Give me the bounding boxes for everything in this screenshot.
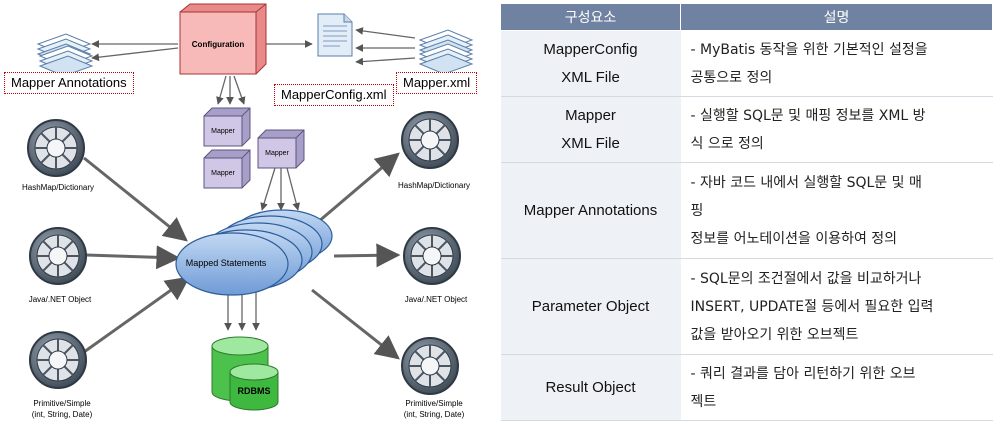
arrows xyxy=(91,27,416,331)
left-hashmap-icon xyxy=(27,119,85,177)
table-row: MapperConfig XML File - MyBatis 동작을 위한 기… xyxy=(500,30,993,97)
table-row: Mapper Annotations - 자바 코드 내에서 실행할 SQL문 … xyxy=(500,162,993,259)
mapper-box-2: Mapper xyxy=(257,129,305,169)
right-primitive-icon xyxy=(401,337,459,395)
mapper-xml-tag: Mapper.xml xyxy=(396,72,478,94)
table-row: Mapper XML File - 실행할 SQL문 및 매핑 정보를 XML … xyxy=(500,96,993,163)
description-cell: - MyBatis 동작을 위한 기본적인 설정을 공통으로 정의 xyxy=(680,30,993,97)
header-component: 구성요소 xyxy=(500,3,681,31)
component-cell: Parameter Object xyxy=(500,258,681,355)
right-hashmap-icon xyxy=(401,111,459,169)
component-cell: Mapper XML File xyxy=(500,96,681,163)
component-cell: MapperConfig XML File xyxy=(500,30,681,97)
mybatis-architecture-diagram: Configuration Mapper Mapper Mapper Mappe… xyxy=(22,3,473,419)
right-hashmap-label: HashMap/Dictionary xyxy=(398,181,470,190)
rdbms-label: RDBMS xyxy=(238,386,271,396)
rdbms-cylinder: RDBMS xyxy=(211,336,279,411)
table-header-row: 구성요소 설명 xyxy=(500,3,993,31)
mapped-statements: Mapped Statements xyxy=(175,209,333,296)
table-row: Parameter Object - SQL문의 조건절에서 값을 비교하거나 … xyxy=(500,258,993,355)
table-row: Result Object - 쿼리 결과를 담아 리턴하기 위한 오브 젝트 xyxy=(500,354,993,421)
mapped-statements-label: Mapped Statements xyxy=(186,258,267,268)
config-document-icon xyxy=(317,13,353,57)
left-primitive-label-2: (int, String, Date) xyxy=(32,410,93,419)
svg-text:Mapper: Mapper xyxy=(211,128,235,135)
svg-text:Mapper: Mapper xyxy=(265,150,289,157)
left-java-object-label: Java/.NET Object xyxy=(29,295,92,304)
component-cell: Result Object xyxy=(500,354,681,421)
right-primitive-label-2: (int, String, Date) xyxy=(404,410,465,419)
left-hashmap-label: HashMap/Dictionary xyxy=(22,183,94,192)
thick-arrows xyxy=(83,152,401,360)
configuration-box: Configuration xyxy=(179,3,267,75)
mapper-box-1: Mapper xyxy=(203,107,251,147)
component-table: 구성요소 설명 MapperConfig XML File - MyBatis … xyxy=(500,3,993,421)
right-java-object-icon xyxy=(403,227,461,285)
description-cell: - SQL문의 조건절에서 값을 비교하거나 INSERT, UPDATE절 등… xyxy=(680,258,993,355)
description-cell: - 쿼리 결과를 담아 리턴하기 위한 오브 젝트 xyxy=(680,354,993,421)
mapper-annotations-tag: Mapper Annotations xyxy=(4,72,134,94)
mapper-config-tag: MapperConfig.xml xyxy=(274,84,394,106)
left-primitive-icon xyxy=(29,331,87,389)
component-cell: Mapper Annotations xyxy=(500,162,681,259)
description-cell: - 자바 코드 내에서 실행할 SQL문 및 매 핑 정보를 어노테이션을 이용… xyxy=(680,162,993,259)
svg-text:Mapper: Mapper xyxy=(211,170,235,177)
left-primitive-label-1: Primitive/Simple xyxy=(33,399,91,408)
mapper-box-3: Mapper xyxy=(203,149,251,189)
configuration-label: Configuration xyxy=(192,40,245,49)
left-java-object-icon xyxy=(29,227,87,285)
header-description: 설명 xyxy=(680,3,993,31)
description-cell: - 실행할 SQL문 및 매핑 정보를 XML 방 식 으로 정의 xyxy=(680,96,993,163)
right-primitive-label-1: Primitive/Simple xyxy=(405,399,463,408)
right-java-object-label: Java/.NET Object xyxy=(405,295,468,304)
